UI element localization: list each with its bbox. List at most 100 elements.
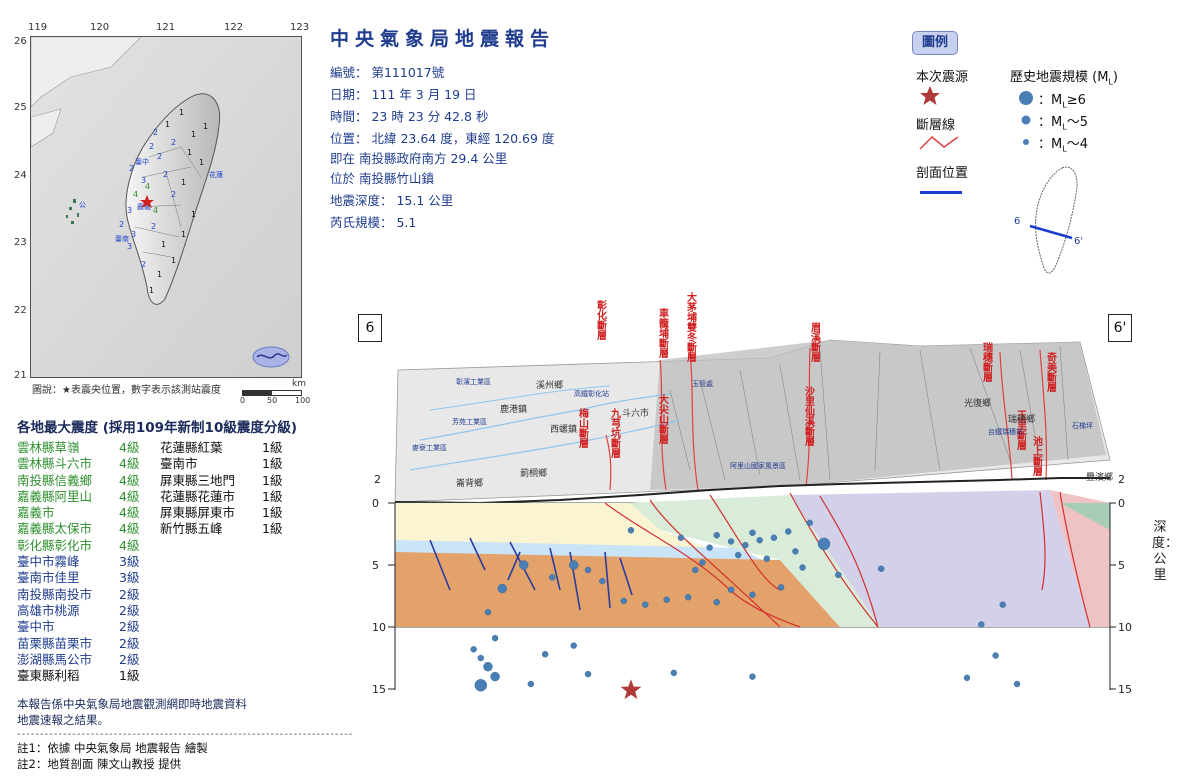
station-intensity: 1 bbox=[165, 120, 170, 129]
historical-event bbox=[477, 654, 485, 662]
intensity-level: 4級 bbox=[119, 505, 140, 521]
station-intensity: 1 bbox=[181, 178, 186, 187]
scale-label-50: 50 bbox=[267, 396, 278, 405]
historical-event bbox=[483, 661, 493, 672]
historical-event bbox=[878, 565, 885, 572]
historical-event bbox=[777, 584, 785, 591]
report-located: 位於 南投縣竹山鎮 bbox=[330, 171, 434, 186]
lat-tick-26: 26 bbox=[14, 36, 27, 47]
fault-name: 梅山斷層 bbox=[577, 407, 589, 449]
intensity-place: 雲林縣草嶺 bbox=[17, 440, 80, 455]
place-name: 溪州鄉 bbox=[536, 379, 563, 391]
china-coast bbox=[31, 37, 142, 108]
station-intensity: 1 bbox=[191, 130, 196, 139]
report-note: 本報告係中央氣象局地震觀測網即時地震資料 地震速報之結果。 bbox=[17, 696, 247, 728]
report-relative: 即在 南投縣政府南方 29.4 公里 bbox=[330, 151, 508, 166]
station-intensity: 1 bbox=[203, 122, 208, 131]
historical-event bbox=[569, 560, 579, 570]
legend-fault-line-icon bbox=[919, 135, 959, 150]
intensity-place: 臺中市霧峰 bbox=[17, 554, 80, 570]
intensity-place: 花蓮縣花蓮市 bbox=[160, 488, 236, 504]
place-name: 鹿港鎮 bbox=[500, 403, 527, 415]
fault-name: 池上斷層 bbox=[1031, 435, 1043, 477]
section-fault-lines bbox=[604, 491, 1091, 628]
fault-name: 大尖山斷層 bbox=[657, 393, 669, 445]
intensity-place: 新竹縣五峰 bbox=[160, 521, 223, 537]
intensity-level: 1級 bbox=[262, 521, 283, 537]
report-depth: 地震深度： 15.1 公里 bbox=[330, 193, 454, 208]
station-intensity: 2 bbox=[163, 170, 168, 179]
legend-fault-label: 斷層線 bbox=[916, 118, 956, 133]
report-note-line-1: 本報告係中央氣象局地震觀測網即時地震資料 bbox=[17, 697, 247, 711]
intensity-place: 雲林縣斗六市 bbox=[17, 456, 93, 472]
sediment-layer bbox=[395, 552, 840, 627]
legend-m6: ：ML≥6 bbox=[1038, 93, 1086, 110]
historical-event bbox=[749, 673, 756, 680]
intensity-place: 南投縣信義鄉 bbox=[17, 472, 93, 488]
footnote-2: 註2：地質剖面 陳文山教授 提供 bbox=[17, 757, 182, 771]
elevation-tick-label: 2 bbox=[374, 473, 381, 486]
fault-name: 奇美斷層 bbox=[1045, 351, 1057, 393]
historical-event bbox=[490, 671, 500, 682]
historical-event bbox=[684, 594, 692, 601]
historical-event bbox=[735, 551, 742, 559]
intensity-row: 新竹縣五峰 1級 bbox=[160, 521, 290, 537]
historical-event bbox=[785, 528, 792, 535]
intensity-level: 1級 bbox=[262, 488, 283, 504]
intensity-title: 各地最大震度 (採用109年新制10級震度分級) bbox=[17, 420, 298, 436]
geologic-cross-section[interactable]: 0510152 0510152 彰化斷層車籠埔斷層大茅埔雙冬斷層梅山斷層九芎坑斷… bbox=[360, 290, 1160, 710]
scale-unit: km bbox=[292, 379, 306, 389]
legend-historical-text: 歷史地震規模 (M bbox=[1010, 70, 1109, 85]
place-name: 瑞穗鄉 bbox=[1008, 413, 1035, 425]
intensity-level: 1級 bbox=[262, 472, 283, 488]
lon-tick-123: 123 bbox=[290, 22, 310, 33]
station-intensity: 1 bbox=[161, 240, 166, 249]
intensity-row: 花蓮縣花蓮市 1級 bbox=[160, 489, 290, 505]
legend-epicenter-label: 本次震源 bbox=[916, 70, 969, 85]
station-intensity: 2 bbox=[119, 220, 124, 229]
historical-event bbox=[620, 597, 627, 605]
note-divider: ----------------------------------------… bbox=[17, 729, 354, 740]
scale-label-100: 100 bbox=[295, 396, 311, 405]
historical-event bbox=[541, 651, 549, 658]
station-intensity: 2 bbox=[153, 128, 158, 137]
intensity-level: 4級 bbox=[119, 472, 140, 488]
historical-event bbox=[642, 601, 649, 608]
place-name: 麥寮工業區 bbox=[412, 443, 447, 452]
profile-label-start: 6 bbox=[358, 314, 382, 342]
lon-tick-119: 119 bbox=[28, 22, 48, 33]
intensity-level: 2級 bbox=[119, 635, 140, 651]
depth-axis-title: 深度：公里 bbox=[1152, 520, 1179, 583]
historical-event bbox=[527, 680, 535, 688]
historical-event bbox=[677, 534, 685, 541]
historical-event bbox=[570, 642, 577, 649]
place-name: 芳苑工業區 bbox=[452, 417, 487, 426]
map-label-taichung: 臺中 bbox=[135, 157, 149, 166]
station-intensity: 1 bbox=[199, 158, 204, 167]
historical-event bbox=[584, 566, 592, 574]
inset-end-label: 6' bbox=[1074, 236, 1083, 247]
mainshock-star bbox=[620, 679, 642, 700]
depth-tick-label: 0 bbox=[372, 497, 379, 510]
report-number: 編號： 第111017號 bbox=[330, 65, 445, 80]
intensity-level: 3級 bbox=[119, 570, 140, 586]
station-intensity: 2 bbox=[149, 142, 154, 151]
station-intensity: 3 bbox=[127, 242, 132, 251]
historical-event bbox=[763, 555, 770, 562]
intensity-place: 花蓮縣紅葉 bbox=[160, 440, 223, 455]
intensity-level: 2級 bbox=[119, 586, 140, 602]
depth-tick-label: 5 bbox=[1118, 559, 1125, 572]
historical-event bbox=[792, 548, 799, 555]
depth-tick-label: 0 bbox=[1118, 497, 1125, 510]
place-name: 莿桐鄉 bbox=[520, 467, 547, 479]
mountain-relief bbox=[650, 340, 1106, 490]
fault-name: 玉里斷層 bbox=[1015, 410, 1027, 451]
